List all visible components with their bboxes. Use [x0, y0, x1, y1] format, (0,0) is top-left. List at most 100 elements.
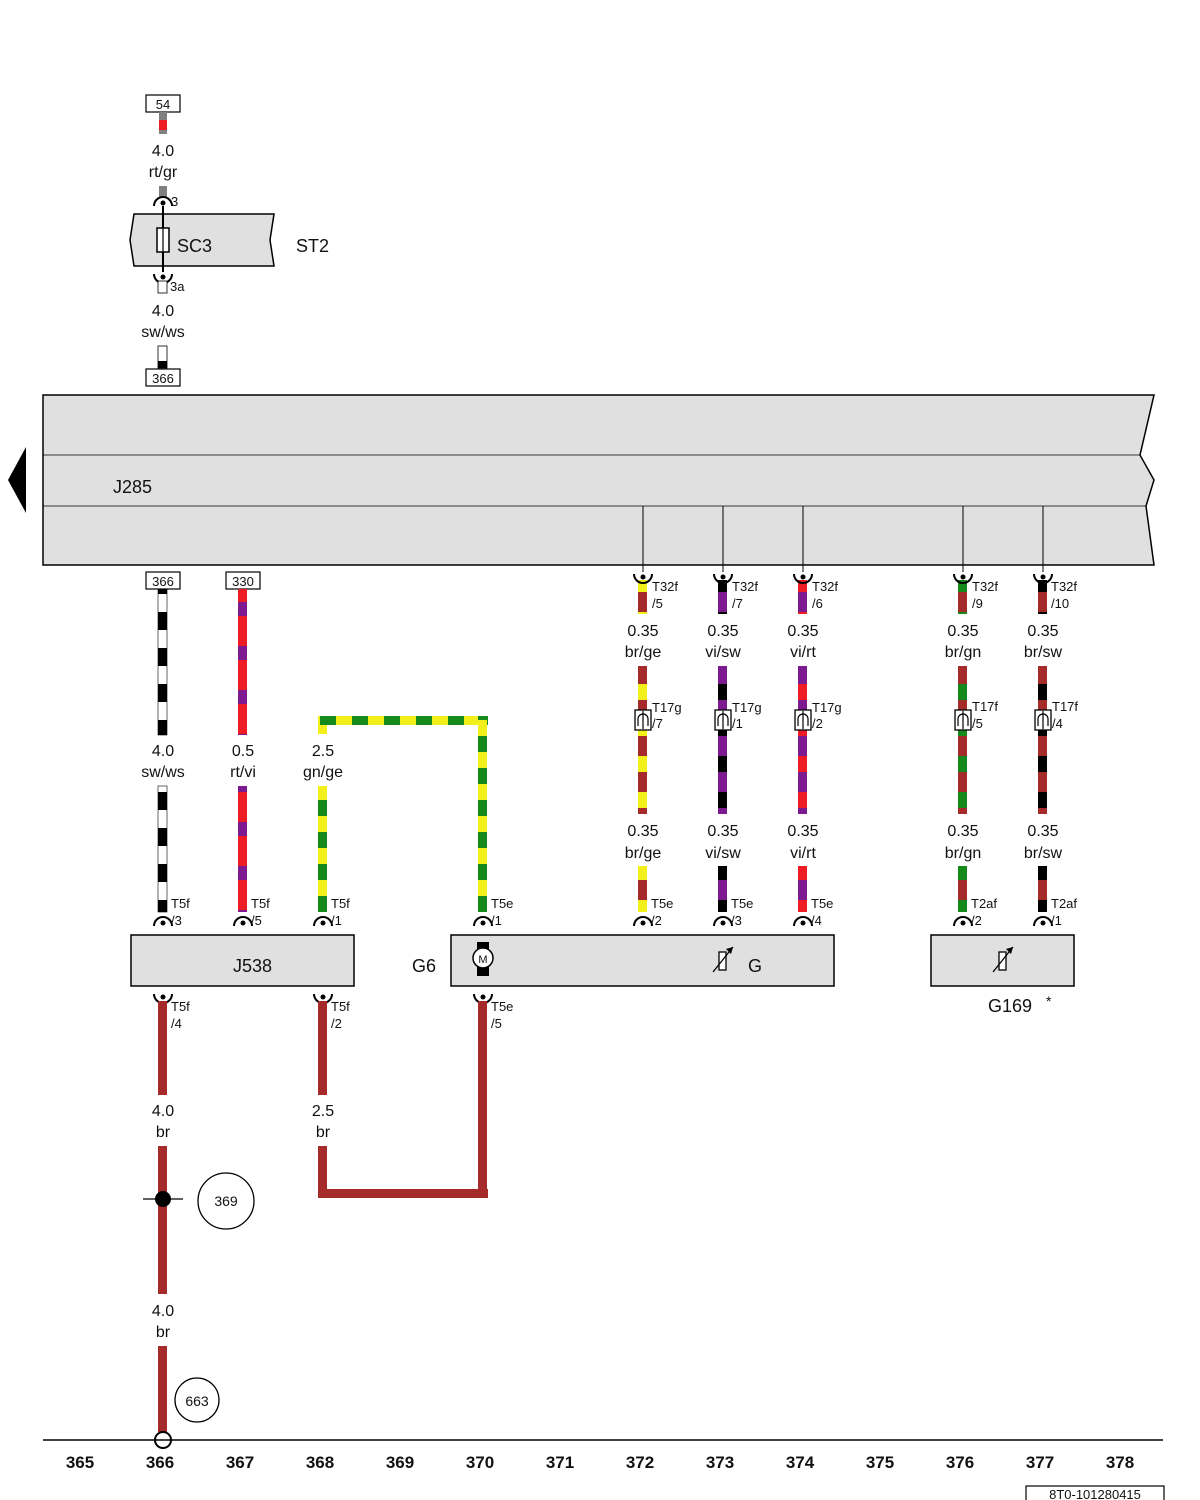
reference-330-text: 330 [232, 574, 254, 589]
svg-text:/6: /6 [812, 596, 823, 611]
column-number: 378 [1106, 1453, 1134, 1472]
svg-text:/7: /7 [652, 716, 663, 731]
wire-br [318, 1146, 327, 1198]
wire-color-label: rt/gr [149, 164, 178, 181]
column-number: 370 [466, 1453, 494, 1472]
ground-point-663 [174, 1377, 220, 1423]
control-unit-j285 [42, 394, 1155, 566]
wire-group-374 [798, 580, 807, 912]
column-number: 374 [786, 1453, 815, 1472]
wire-size-label: 0.35 [707, 623, 738, 640]
wire-br [158, 1346, 167, 1432]
svg-text:T17g: T17g [652, 700, 682, 715]
wire-size-label: 4.0 [152, 1303, 174, 1320]
svg-text:/5: /5 [652, 596, 663, 611]
wire-size-label: 2.5 [312, 1103, 334, 1120]
wire-color-label: br/sw [1024, 845, 1063, 862]
column-number: 368 [306, 1453, 334, 1472]
svg-text:/1: /1 [732, 716, 743, 731]
svg-text:/4: /4 [811, 913, 822, 928]
wire-size-label: 0.35 [627, 823, 658, 840]
wire-size-label: 0.35 [947, 623, 978, 640]
wire-color-label: sw/ws [141, 764, 185, 781]
wire-size-label: 0.35 [787, 823, 818, 840]
connector-t2af-1: T2af/1 [1033, 896, 1077, 928]
svg-text:/2: /2 [331, 1016, 342, 1031]
diagram-id-text: 8T0-101280415 [1049, 1487, 1141, 1500]
column-number: 375 [866, 1453, 894, 1472]
inline-connector-t17f-5: T17f/5 [954, 699, 998, 731]
svg-text:/2: /2 [812, 716, 823, 731]
component-g169-label: G169 [988, 996, 1032, 1016]
svg-text:T5e: T5e [651, 896, 673, 911]
reference-box-366-top [145, 368, 181, 387]
wire-sw-ws-stub [157, 280, 168, 294]
wire-color-label: sw/ws [141, 324, 185, 341]
wire-color-label: br/ge [625, 644, 662, 661]
column-number: 365 [66, 1453, 94, 1472]
svg-text:T2af: T2af [971, 896, 997, 911]
svg-text:T32f: T32f [652, 579, 678, 594]
svg-text:T32f: T32f [812, 579, 838, 594]
column-number: 371 [546, 1453, 574, 1472]
column-number: 367 [226, 1453, 254, 1472]
footnote-asterisk: * [1046, 993, 1052, 1009]
svg-text:T5e: T5e [811, 896, 833, 911]
svg-text:T5e: T5e [491, 999, 513, 1014]
svg-text:/5: /5 [251, 913, 262, 928]
wire-color-label: br [316, 1124, 331, 1141]
svg-text:/1: /1 [491, 913, 502, 928]
ground-point-369 [197, 1172, 255, 1230]
wire-rt-vi [238, 589, 247, 735]
connector-t5e-2: T5e/2 [633, 896, 673, 928]
motor-icon [472, 947, 494, 969]
svg-text:/5: /5 [972, 716, 983, 731]
wire-gn-ge-loop-down [478, 716, 487, 912]
component-j538 [130, 934, 355, 987]
fuse-holder-label: ST2 [296, 236, 329, 256]
wire-group-373 [718, 580, 727, 912]
wire-group-372 [638, 580, 647, 912]
ground-point-663-label: 663 [185, 1393, 209, 1409]
svg-text:T5f: T5f [171, 999, 190, 1014]
wire-color-label: rt/vi [230, 764, 256, 781]
svg-text:/4: /4 [1052, 716, 1063, 731]
wire-size-label: 4.0 [152, 1103, 174, 1120]
diagram-id-box [1025, 1485, 1165, 1500]
svg-text:T5f: T5f [251, 896, 270, 911]
svg-text:/9: /9 [972, 596, 983, 611]
column-number: 373 [706, 1453, 734, 1472]
svg-text:T5f: T5f [331, 999, 350, 1014]
wire-color-label: br/ge [625, 845, 662, 862]
continuation-arrow-icon [8, 447, 26, 513]
connector-t32f-5: T32f/5 [633, 573, 678, 611]
component-g-sender-unit [450, 934, 835, 987]
wire-size-label: 0.35 [947, 823, 978, 840]
svg-text:T2af: T2af [1051, 896, 1077, 911]
wire-gn-ge-loop-top [318, 716, 488, 725]
fuse-pin-out: 3a [170, 279, 185, 294]
motor-symbol-text: M [478, 954, 487, 966]
reference-54-text: 54 [156, 97, 170, 112]
variable-resistor-icon [712, 946, 734, 973]
wire-size-label: 0.35 [787, 623, 818, 640]
wire-size-label: 0.35 [707, 823, 738, 840]
wire-size-label: 4.0 [152, 743, 174, 760]
column-number: 372 [626, 1453, 654, 1472]
wire-color-label: br [156, 1324, 171, 1341]
variable-resistor-icon [992, 946, 1014, 973]
svg-text:/5: /5 [491, 1016, 502, 1031]
connector-t5f-3: T5f/3 [153, 896, 190, 928]
wire-size-label: 2.5 [312, 743, 334, 760]
wire-br [318, 1001, 327, 1095]
svg-text:T5f: T5f [171, 896, 190, 911]
connector-t5f-5: T5f/5 [233, 896, 270, 928]
connector-t5e-1: T5e/1 [473, 896, 513, 928]
column-number: 377 [1026, 1453, 1054, 1472]
connector-t5e-4: T5e/4 [793, 896, 833, 928]
connector-t32f-9: T32f/9 [953, 573, 998, 611]
connector-t5f-2: T5f/2 [313, 993, 350, 1031]
reference-366-text: 366 [152, 371, 174, 386]
wire-color-label: br/sw [1024, 644, 1063, 661]
wire-color-label: br/gn [945, 845, 981, 862]
